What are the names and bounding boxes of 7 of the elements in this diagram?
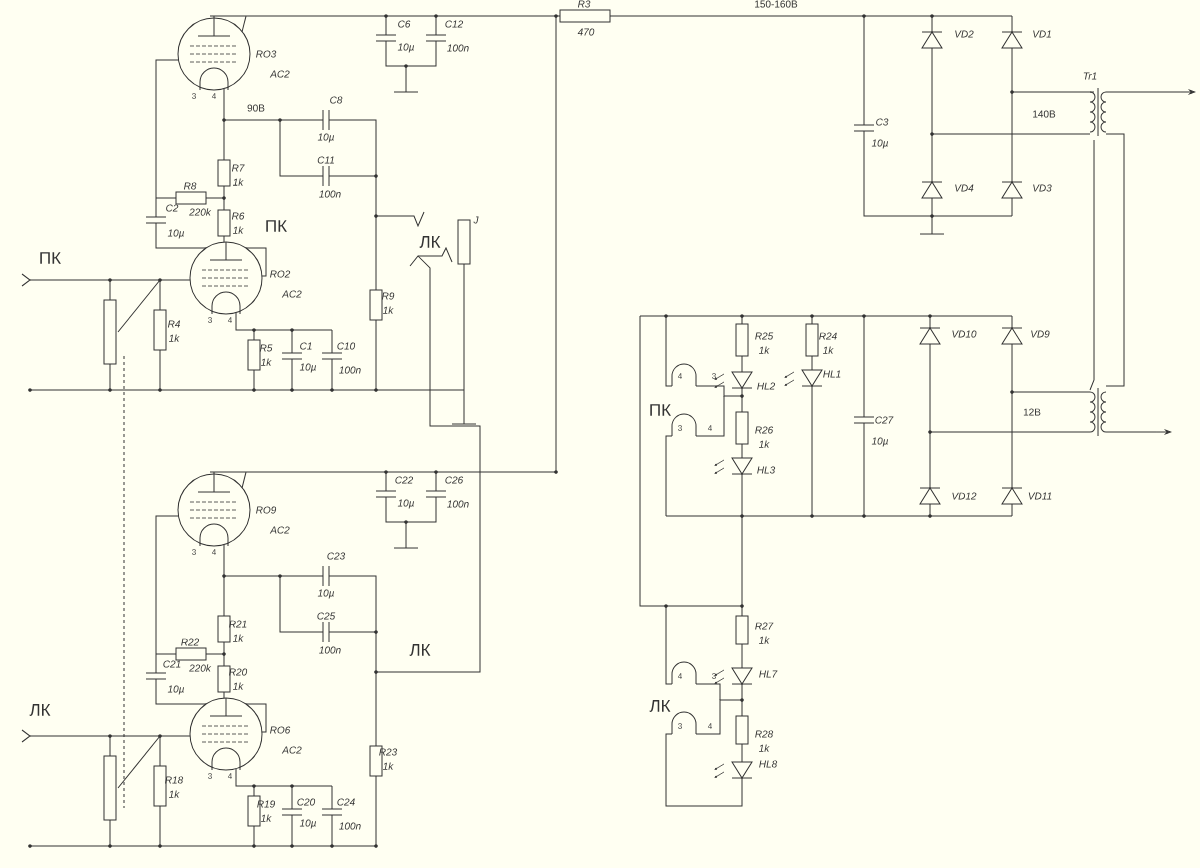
switch-label: ЛК	[409, 644, 431, 656]
switch-label: ЛК	[419, 236, 441, 248]
switch-label: ЛК	[29, 704, 51, 716]
switch-label: ПК	[40, 252, 61, 264]
switch-label: ПК	[266, 220, 287, 232]
switch-label: ПК	[650, 404, 671, 416]
switch-label: ЛК	[649, 700, 671, 712]
